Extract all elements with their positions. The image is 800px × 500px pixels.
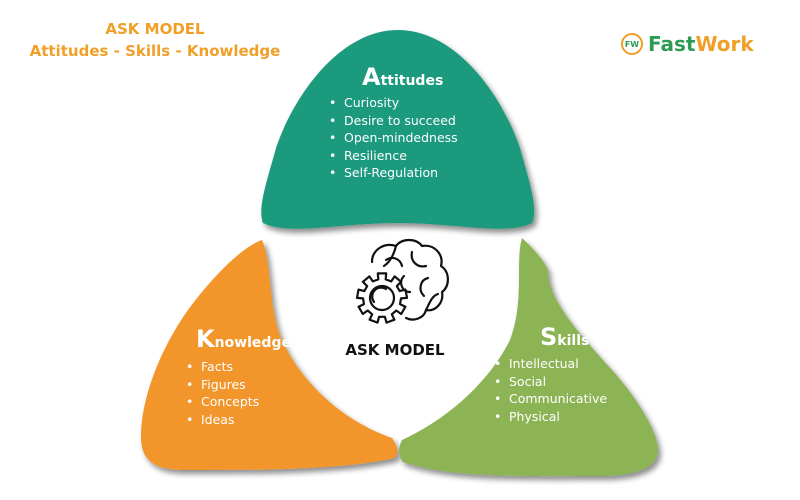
brand-name: FastWork: [648, 32, 754, 56]
list-item: Concepts: [184, 393, 259, 411]
brand-name-part1: Fast: [648, 32, 696, 56]
list-item: Communicative: [492, 390, 607, 408]
page-subtitle: Attitudes - Skills - Knowledge: [29, 42, 281, 60]
attitudes-heading-rest: ttitudes: [380, 73, 444, 89]
brand-logo: FW FastWork: [621, 30, 754, 58]
attitudes-heading: Attitudes: [362, 63, 443, 91]
list-item: Ideas: [184, 411, 259, 429]
page-title: ASK MODEL: [105, 20, 205, 38]
knowledge-heading-rest: nowledge: [214, 335, 291, 351]
list-item: Self-Regulation: [327, 164, 458, 182]
knowledge-list: Facts Figures Concepts Ideas: [184, 358, 259, 428]
list-item: Figures: [184, 376, 259, 394]
skills-list: Intellectual Social Communicative Physic…: [492, 355, 607, 425]
list-item: Intellectual: [492, 355, 607, 373]
fastwork-logo-icon: FW: [621, 33, 643, 55]
attitudes-heading-initial: A: [362, 63, 381, 91]
logo-initials: FW: [624, 39, 640, 49]
knowledge-heading: Knowledge: [196, 325, 291, 353]
brain-gear-icon: [355, 238, 449, 324]
center-label: ASK MODEL: [345, 341, 445, 359]
skills-heading: Skills: [540, 323, 589, 351]
attitudes-list: Curiosity Desire to succeed Open-mindedn…: [327, 94, 458, 182]
list-item: Social: [492, 373, 607, 391]
skills-heading-rest: kills: [557, 333, 590, 349]
list-item: Resilience: [327, 147, 458, 165]
knowledge-heading-initial: K: [196, 325, 215, 353]
list-item: Physical: [492, 408, 607, 426]
skills-heading-initial: S: [540, 323, 558, 351]
list-item: Curiosity: [327, 94, 458, 112]
brand-name-part2: Work: [695, 32, 754, 56]
list-item: Facts: [184, 358, 259, 376]
list-item: Open-mindedness: [327, 129, 458, 147]
list-item: Desire to succeed: [327, 112, 458, 130]
